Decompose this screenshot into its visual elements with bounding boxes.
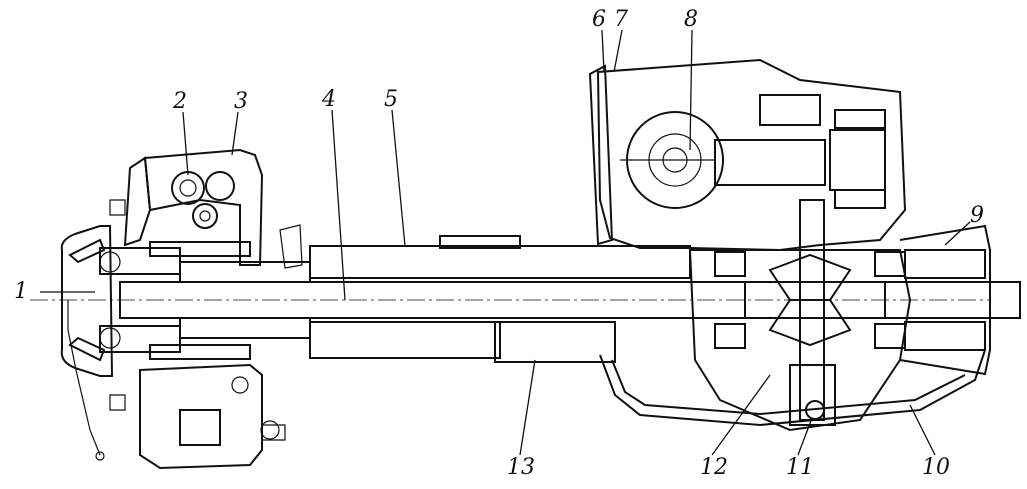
callout-11: 11 [786, 455, 814, 480]
lower-housing [599, 349, 986, 427]
wheel-reduction-housing-upper [123, 148, 303, 269]
callout-5: 5 [384, 87, 398, 112]
callout-2: 2 [172, 89, 187, 114]
callout-8: 8 [684, 7, 698, 32]
callout-6: 6 [592, 7, 606, 32]
leader-lines [40, 29, 971, 456]
callout-12: 12 [700, 455, 728, 480]
callout-4: 4 [321, 87, 336, 112]
callout-7: 7 [614, 7, 628, 32]
main-gear-housing [588, 58, 907, 252]
callout-1: 1 [14, 279, 28, 304]
differential-assembly [688, 199, 912, 432]
callout-9: 9 [970, 203, 984, 228]
callout-3: 3 [234, 89, 248, 114]
wheel-reduction-housing-lower [139, 344, 286, 470]
callout-13: 13 [507, 455, 535, 480]
wheel-hub-assembly [60, 199, 181, 461]
callout-10: 10 [922, 455, 950, 480]
callout-labels: 1 2 3 4 5 6 7 8 9 10 11 12 13 [14, 7, 984, 480]
axle-shaft-and-tube [119, 235, 1021, 363]
right-tube-end [899, 224, 991, 376]
